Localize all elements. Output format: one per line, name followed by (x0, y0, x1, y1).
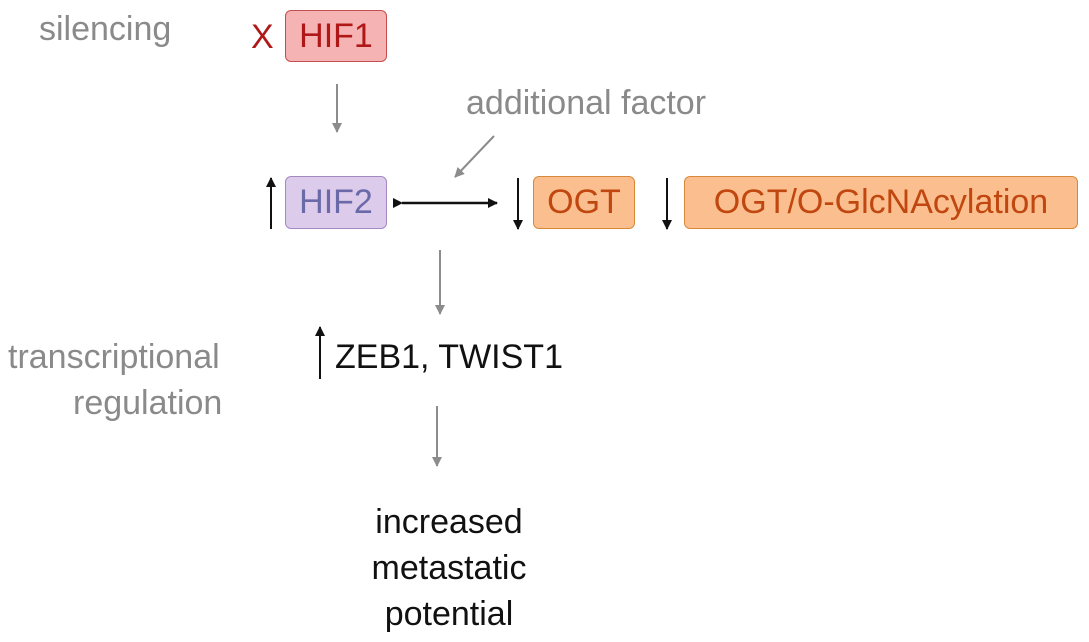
regulation-label: regulation (73, 384, 223, 422)
additional-factor-arrow (454, 135, 495, 178)
hif2-box: HIF2 (285, 176, 387, 229)
silencing-label: silencing (39, 10, 172, 48)
hif1-box: HIF1 (285, 10, 387, 62)
ogt-label: OGT (547, 183, 621, 221)
outcome-line-1: increased (375, 503, 523, 541)
hif1-label: HIF1 (299, 16, 373, 55)
ogt-glcnac-label: OGT/O-GlcNAcylation (713, 183, 1049, 221)
ogt-glcnac-box: OGT/O-GlcNAcylation (684, 176, 1078, 229)
silencing-x-mark: X (251, 18, 274, 56)
targets-label: ZEB1, TWIST1 (335, 338, 563, 376)
outcome-line-3: potential (384, 595, 514, 633)
transcriptional-label: transcriptional (8, 338, 220, 376)
outcome-line-2: metastatic (371, 549, 527, 587)
additional-factor-label: additional factor (466, 84, 707, 122)
hif2-label: HIF2 (299, 183, 373, 221)
ogt-box: OGT (533, 176, 635, 229)
